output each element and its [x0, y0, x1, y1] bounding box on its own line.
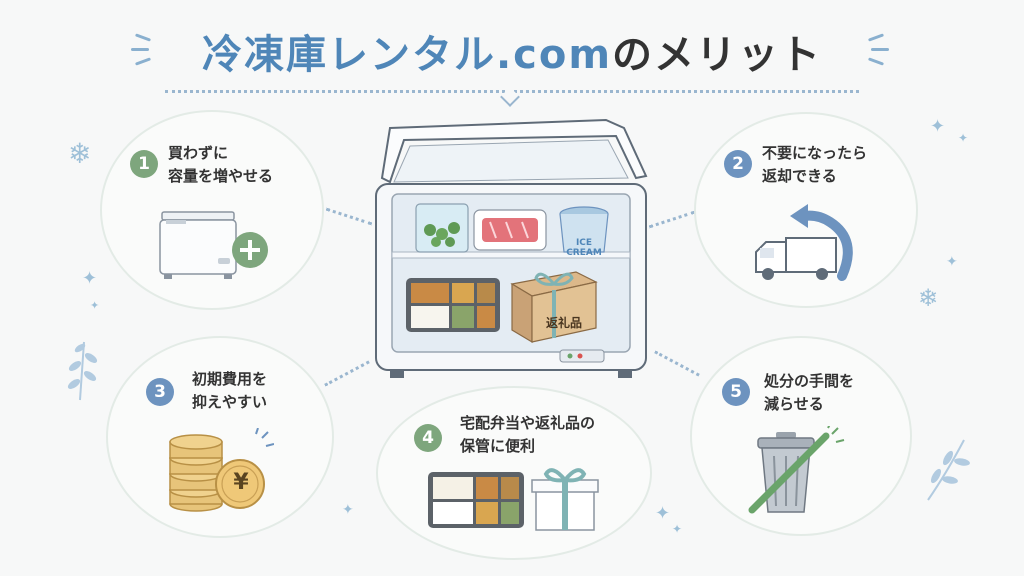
bento-gift-icon — [428, 468, 599, 531]
sparkle-icon: ✦ — [958, 131, 969, 145]
ice-cream-label: ICE CREAM — [558, 238, 610, 258]
sparkle-icon: ✦ — [672, 522, 683, 536]
merit-card-3: 3 初期費用を 抑えやすい ¥ — [106, 336, 334, 538]
number-badge: 3 — [146, 378, 174, 406]
title-brand: 冷凍庫レンタル.com — [201, 32, 613, 78]
number-badge: 5 — [722, 378, 750, 406]
yen-symbol: ¥ — [233, 470, 249, 495]
merit-line: 処分の手間を — [764, 372, 855, 390]
merit-line: 減らせる — [764, 395, 824, 413]
page-title: 冷凍庫レンタル.comのメリット — [0, 22, 1024, 80]
snowflake-icon: ❄ — [68, 137, 92, 170]
sparkle-icon: ✦ — [342, 502, 354, 518]
merit-line: 初期費用を — [192, 370, 268, 388]
merit-text: 不要になったら 返却できる — [762, 142, 867, 188]
sparkle-icon: ✦ — [655, 503, 671, 524]
merit-card-5: 5 処分の手間を 減らせる — [690, 336, 912, 536]
merit-line: 容量を増やせる — [168, 167, 274, 185]
merit-line: 抑えやすい — [192, 393, 268, 411]
merit-text: 買わずに 容量を増やせる — [168, 142, 273, 188]
snowflake-icon: ❄ — [918, 284, 939, 312]
mini-freezer-icon — [159, 211, 268, 279]
merit-card-2: 2 不要になったら 返却できる — [694, 112, 918, 308]
merit-card-1: 1 買わずに 容量を増やせる — [100, 110, 324, 310]
sparkle-icon: ✦ — [930, 116, 946, 137]
return-truck-icon — [755, 204, 853, 281]
merit-line: 買わずに — [168, 144, 229, 162]
coins-icon — [169, 428, 274, 512]
title-rest: のメリット — [612, 32, 823, 78]
chest-freezer — [375, 118, 648, 378]
merit-line: 不要になったら — [762, 144, 868, 162]
sparkle-icon: ✦ — [82, 268, 98, 289]
merit-text: 宅配弁当や返礼品の 保管に便利 — [460, 412, 595, 458]
merit-line: 保管に便利 — [460, 437, 536, 455]
number-badge: 4 — [414, 424, 442, 452]
ice-cream-label-line: ICE — [575, 238, 593, 248]
trash-can-icon — [748, 426, 845, 514]
merit-line: 宅配弁当や返礼品の — [460, 414, 596, 432]
connector — [654, 350, 700, 377]
gift-box-label: 返礼品 — [545, 316, 582, 330]
leaf-sprig-icon — [67, 341, 98, 401]
sparkle-icon: ✦ — [946, 254, 958, 270]
number-badge: 2 — [724, 150, 752, 178]
merit-text: 処分の手間を 減らせる — [764, 370, 854, 416]
merit-card-4: 4 宅配弁当や返礼品の 保管に便利 — [376, 386, 652, 560]
merit-text: 初期費用を 抑えやすい — [192, 368, 267, 414]
connector — [324, 360, 370, 387]
merit-line: 返却できる — [762, 167, 837, 185]
connector — [325, 207, 373, 226]
ice-cream-label-line: CREAM — [566, 248, 602, 258]
leaf-sprig-icon — [927, 439, 970, 501]
number-badge: 1 — [130, 150, 158, 178]
title-deco-right — [871, 48, 889, 51]
sparkle-icon: ✦ — [90, 299, 100, 312]
title-deco-left — [131, 48, 149, 51]
